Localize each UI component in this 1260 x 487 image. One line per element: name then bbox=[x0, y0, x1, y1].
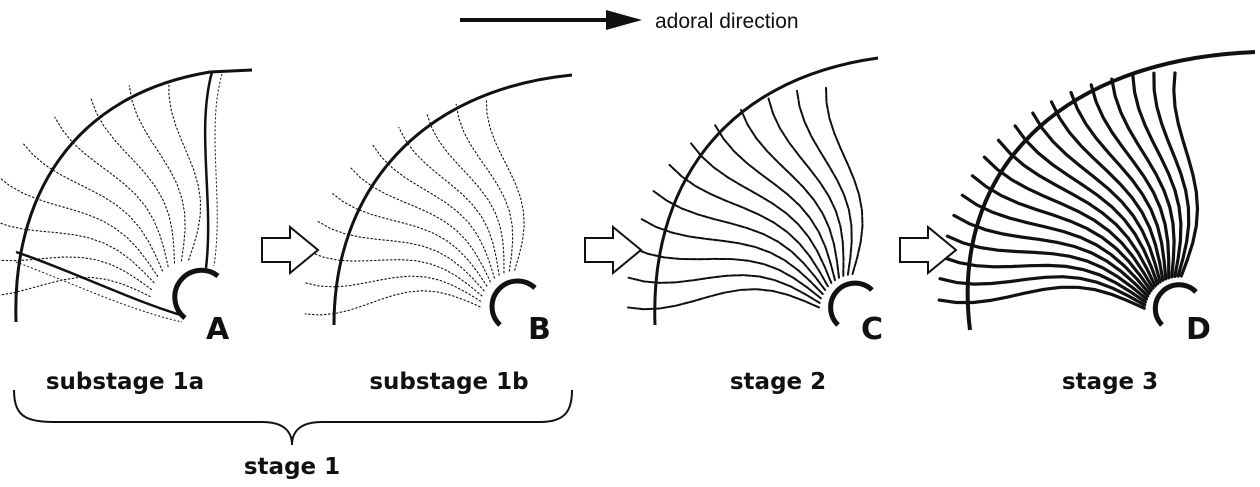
panel-a-letter: A bbox=[206, 312, 230, 347]
panel-a-flank-edge bbox=[205, 72, 212, 268]
rib-line bbox=[399, 127, 499, 275]
rib-line bbox=[939, 287, 1144, 308]
rib-line bbox=[633, 248, 821, 298]
rib-line bbox=[670, 165, 828, 286]
panel-a-ribs bbox=[0, 81, 200, 297]
panel-a-outline bbox=[16, 70, 252, 322]
stage-arrow-c-d bbox=[900, 227, 956, 273]
panel-c-ribs bbox=[628, 87, 862, 309]
rib-line bbox=[373, 145, 495, 278]
panel-d-ribs bbox=[939, 73, 1197, 308]
adoral-direction-arrow bbox=[460, 10, 642, 30]
panel-d bbox=[939, 52, 1255, 330]
panel-c-letter: C bbox=[861, 312, 883, 347]
stage-1-brace bbox=[14, 390, 572, 445]
panel-a-caption: substage 1a bbox=[46, 369, 204, 395]
rib-line bbox=[129, 86, 185, 261]
panel-d-letter: D bbox=[1186, 312, 1211, 347]
rib-line bbox=[91, 98, 175, 263]
stage-arrow-a-b bbox=[262, 227, 318, 273]
panel-b bbox=[305, 75, 572, 325]
panel-a-flank-edge-inner bbox=[214, 74, 222, 266]
panel-c-caption: stage 2 bbox=[730, 369, 826, 395]
rib-line bbox=[0, 277, 150, 296]
rib-line bbox=[23, 143, 163, 271]
panel-a bbox=[0, 70, 252, 322]
rib-line bbox=[0, 253, 151, 289]
rib-line bbox=[1154, 73, 1189, 276]
panel-b-letter: B bbox=[528, 312, 551, 347]
direction-label: adoral direction bbox=[655, 10, 799, 33]
rib-line bbox=[486, 99, 524, 270]
panel-b-caption: substage 1b bbox=[369, 369, 528, 395]
rib-line bbox=[427, 114, 504, 273]
panel-a-basal-line-inner bbox=[16, 262, 182, 322]
rib-line bbox=[826, 87, 863, 274]
panel-d-caption: stage 3 bbox=[1062, 369, 1158, 395]
rib-line bbox=[305, 276, 481, 301]
group-caption: stage 1 bbox=[244, 454, 340, 480]
rib-line bbox=[331, 192, 487, 286]
rib-line bbox=[0, 176, 158, 277]
panel-b-outline bbox=[334, 75, 572, 325]
panel-c bbox=[628, 58, 878, 325]
panel-a-basal-line bbox=[16, 252, 184, 316]
panel-a-umbilicus bbox=[175, 270, 218, 318]
rib-line bbox=[456, 104, 513, 271]
rib-line bbox=[691, 143, 831, 283]
rib-line bbox=[305, 291, 480, 315]
stage-arrow-b-c bbox=[585, 227, 641, 273]
